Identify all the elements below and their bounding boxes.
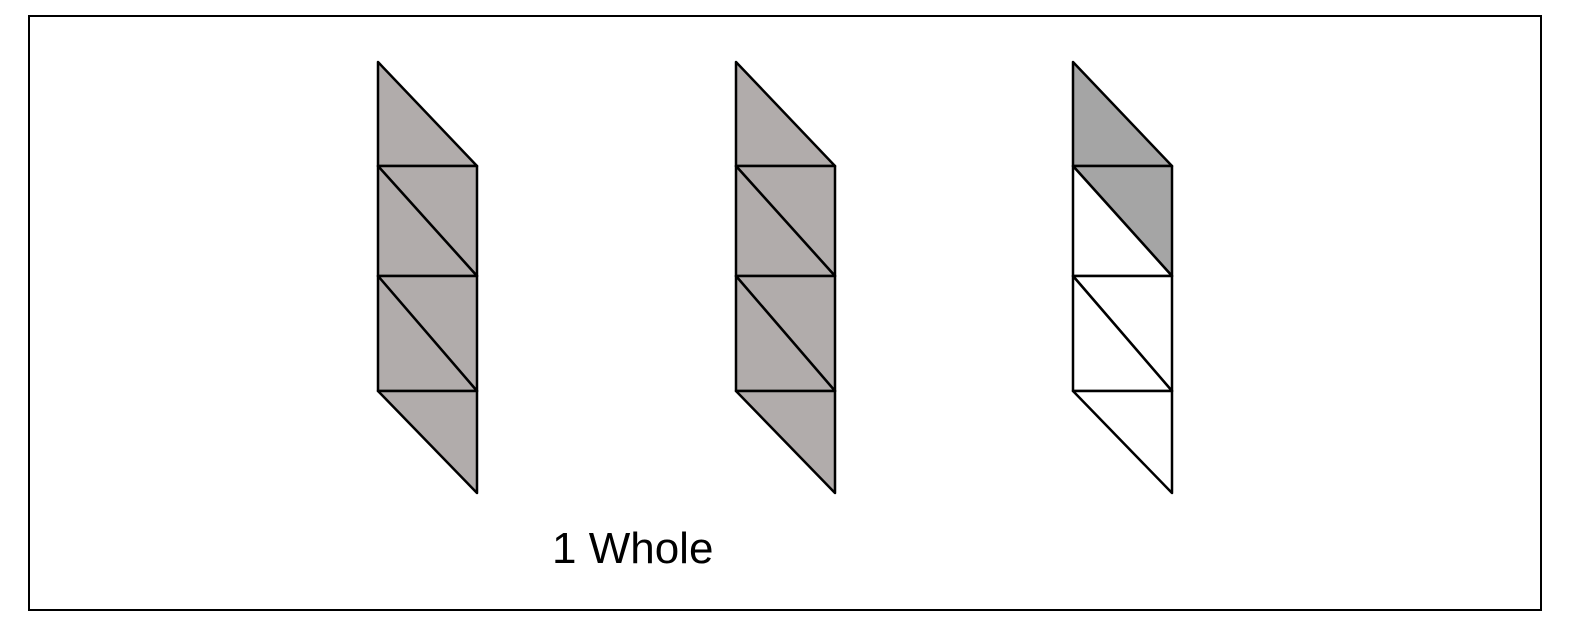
caption-label: 1 Whole xyxy=(552,524,714,573)
figure-1 xyxy=(376,60,479,495)
triangle-piece xyxy=(734,389,837,495)
triangle-piece xyxy=(1071,389,1174,495)
triangle-piece xyxy=(1071,60,1174,168)
triangle-piece xyxy=(376,60,479,168)
triangle-piece xyxy=(734,60,837,168)
figure-2 xyxy=(734,60,837,495)
triangle-piece xyxy=(376,389,479,495)
figure-3 xyxy=(1071,60,1174,495)
